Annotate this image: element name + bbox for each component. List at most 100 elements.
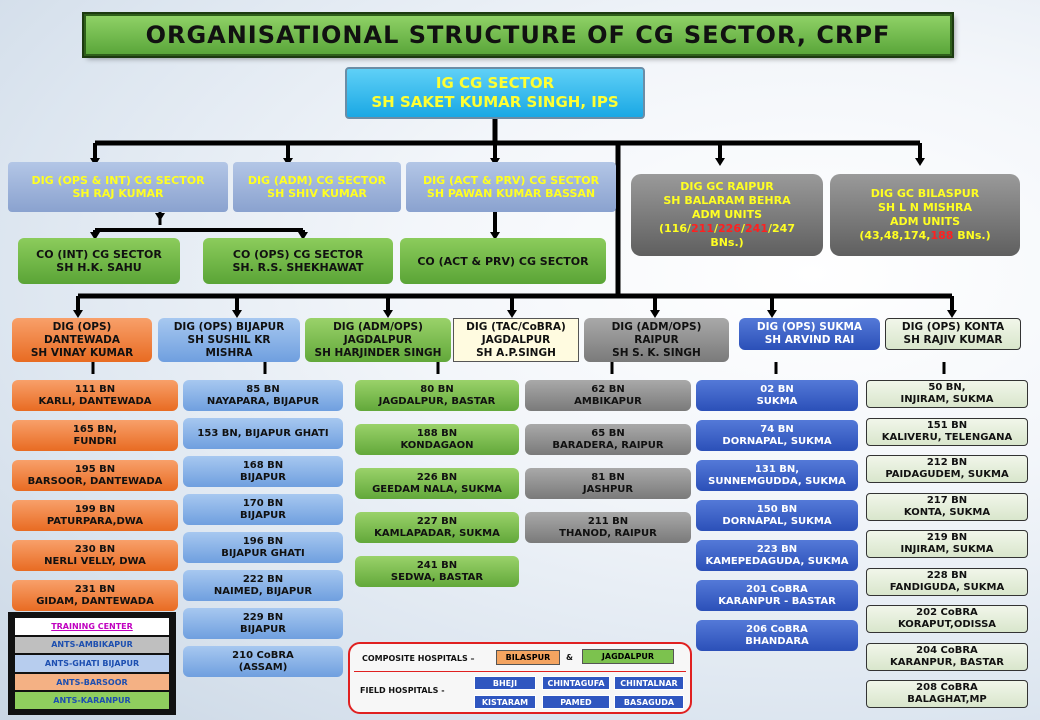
battalion-number: 210 CoBRA <box>232 649 294 661</box>
gc-bilaspur-units-b: BNs.) <box>953 229 991 242</box>
dig-ops-int-name: SH RAJ KUMAR <box>72 187 164 200</box>
gc-raipur-unit-241: 241 <box>745 222 768 235</box>
range-dig-line: JAGDALPUR <box>481 333 551 346</box>
field-hospital-basaguda: BASAGUDA <box>614 695 684 709</box>
battalion-number: 81 BN <box>591 471 625 483</box>
battalion-number: 230 BN <box>74 543 116 555</box>
battalion-number: 50 BN, <box>928 382 966 393</box>
range-dig-line: SH A.P.SINGH <box>476 346 556 359</box>
range-dig-line: SH ARVIND RAI <box>764 334 855 346</box>
dig-ops-int-box: DIG (OPS & INT) CG SECTOR SH RAJ KUMAR <box>8 162 228 212</box>
title-banner: ORGANISATIONAL STRUCTURE OF CG SECTOR, C… <box>84 14 952 56</box>
range-drop-arrow <box>650 310 660 318</box>
battalion-location: KALIVERU, TELENGANA <box>881 431 1013 443</box>
battalion-number: 211 BN <box>587 515 629 527</box>
gc-raipur-units-b: /247 <box>768 222 795 235</box>
battalion-location: DORNAPAL, SUKMA <box>722 515 832 527</box>
range-drop-arrow <box>947 310 957 318</box>
co-ops-title: CO (OPS) CG SECTOR <box>232 248 364 261</box>
gc-raipur-unit-226: 226 <box>718 222 741 235</box>
legend-item: TRAINING CENTER <box>15 618 169 635</box>
battalion-number: 206 CoBRA <box>746 623 808 635</box>
range-dig-line: RAIPUR <box>634 333 679 346</box>
gc-bilaspur-adm: ADM UNITS <box>889 215 961 228</box>
battalion-number: 202 CoBRA <box>916 607 978 618</box>
battalion-location: GIDAM, DANTEWADA <box>36 595 154 607</box>
battalion-number: 228 BN <box>926 569 968 581</box>
range-drop-arrow <box>383 310 393 318</box>
range-drop-arrow <box>232 310 242 318</box>
battalion-number: 150 BN <box>756 503 798 515</box>
battalion-location: PAIDAGUDEM, SUKMA <box>885 469 1009 480</box>
range-dig-line: DANTEWADA <box>43 333 121 346</box>
legend-item: ANTS-AMBIKAPUR <box>15 636 169 654</box>
page-title: ORGANISATIONAL STRUCTURE OF CG SECTOR, C… <box>145 21 891 49</box>
battalion-location: KARLI, DANTEWADA <box>38 395 152 407</box>
battalion-number: 111 BN <box>74 383 116 395</box>
gc-bilaspur-title: DIG GC BILASPUR <box>870 187 980 200</box>
co-int-title: CO (INT) CG SECTOR <box>36 248 162 261</box>
range-drop-arrow <box>767 310 777 318</box>
battalion-location: BIJAPUR GHATI <box>221 547 305 559</box>
composite-hospitals-label: COMPOSITE HOSPITALS – <box>362 654 475 663</box>
battalion-location: BARSOOR, DANTEWADA <box>27 475 163 487</box>
battalion-box: 153 BN, BIJAPUR GHATI <box>183 418 343 449</box>
gc-raipur-sep2: / <box>741 222 746 235</box>
dig-act-prv-title: DIG (ACT & PRV) CG SECTOR <box>422 174 600 187</box>
battalion-location: SUKMA <box>756 395 798 407</box>
range-dig-line: DIG (TAC/CoBRA) <box>466 320 566 333</box>
co-act-prv-box: CO (ACT & PRV) CG SECTOR <box>400 238 606 284</box>
battalion-location: KAMLAPADAR, SUKMA <box>374 527 500 539</box>
battalion-location: DORNAPAL, SUKMA <box>722 435 832 447</box>
battalion-number: 227 BN <box>416 515 458 527</box>
battalion-location: GEEDAM NALA, SUKMA <box>372 483 502 495</box>
battalion-number: 223 BN <box>756 543 798 555</box>
battalion-location: NAIMED, BIJAPUR <box>213 585 313 597</box>
field-hospital-pamed: PAMED <box>542 695 610 709</box>
battalion-location: INJIRAM, SUKMA <box>900 544 994 555</box>
battalion-location: JAGDALPUR, BASTAR <box>378 395 496 407</box>
battalion-location: BIJAPUR <box>240 471 286 483</box>
range-dig-line: MISHRA <box>205 346 253 359</box>
battalion-location: BALAGHAT,MP <box>907 694 987 705</box>
range-dig-line: DIG (OPS) BIJAPUR <box>173 320 285 333</box>
legend-item: ANTS-BARSOOR <box>15 673 169 691</box>
dig-act-prv-box: DIG (ACT & PRV) CG SECTOR SH PAWAN KUMAR… <box>406 162 616 212</box>
dig-ops-int-title: DIG (OPS & INT) CG SECTOR <box>31 174 205 187</box>
battalion-location: BIJAPUR <box>240 509 286 521</box>
battalion-number: 74 BN <box>760 423 794 435</box>
battalion-location: SEDWA, BASTAR <box>390 571 484 583</box>
composite-hospital-jagdalpur: JAGDALPUR <box>582 649 674 664</box>
battalion-number: 188 BN <box>416 427 458 439</box>
battalion-number: 231 BN <box>74 583 116 595</box>
gc-raipur-name: SH BALARAM BEHRA <box>663 194 791 207</box>
battalion-box: 131 BN,SUNNEMGUDDA, SUKMA <box>696 460 858 491</box>
battalion-number: 201 CoBRA <box>746 583 808 595</box>
battalion-location: KAMEPEDAGUDA, SUKMA <box>705 555 849 567</box>
battalion-location: KONDAGAON <box>400 439 474 451</box>
range-dig-line: DIG (ADM/OPS) <box>333 320 423 333</box>
battalion-number: 170 BN <box>242 497 284 509</box>
